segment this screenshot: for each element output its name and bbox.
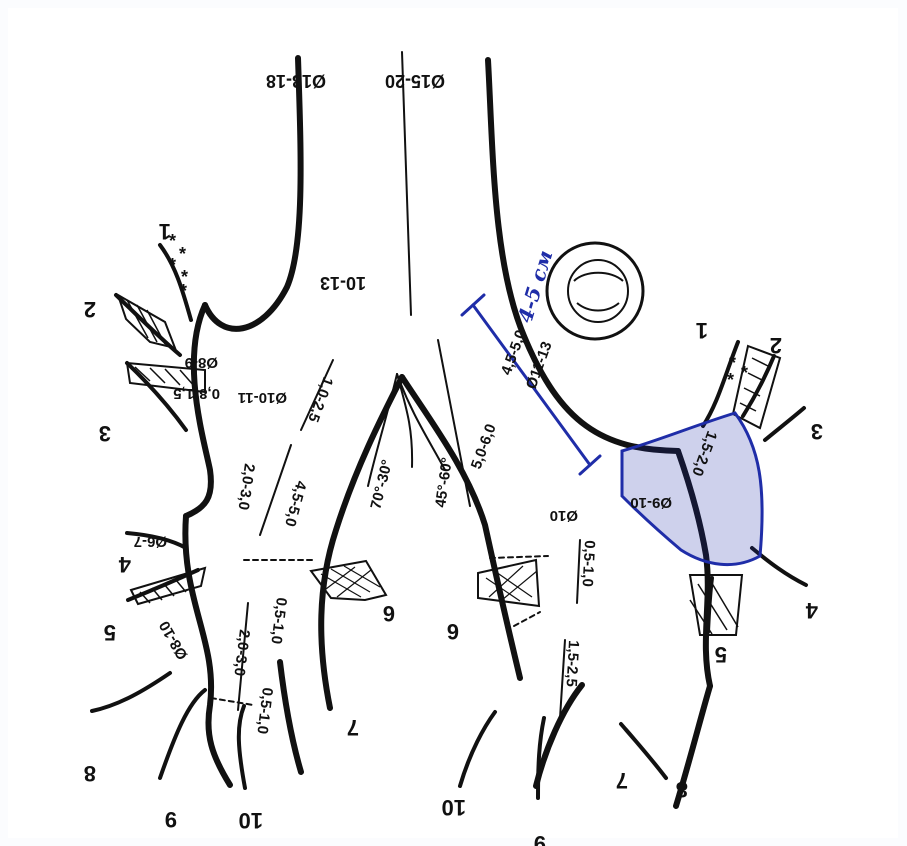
right-dashed-boundary-2: [490, 556, 548, 558]
carina-right: [402, 377, 520, 678]
left-dashed-boundary-2: [211, 698, 253, 705]
seg-7-left-label: 7: [347, 715, 359, 740]
right-segment-5-fill: [690, 575, 742, 635]
left-lower-outer: [185, 516, 230, 785]
left-upper-diameter-label: Ø10-11: [238, 389, 287, 406]
left-branch-contour: [280, 662, 301, 772]
seg-2-right-label: 2: [770, 333, 782, 358]
seg-8-right-label: 8: [676, 777, 688, 802]
right-handwritten-label: 4-5 см: [513, 247, 558, 325]
seg-8-left-label: 8: [84, 761, 96, 786]
right-dashed-boundary-1: [514, 612, 540, 626]
seg-4-left-label: 4: [118, 552, 131, 577]
left-mid-length2-label: 2,0-3,0: [235, 462, 258, 511]
left-branch-5: [128, 570, 198, 600]
right-asterisk-3: *: [727, 370, 734, 390]
left-asterisk-3: *: [169, 255, 176, 275]
left-asterisk-5: *: [180, 281, 187, 301]
right-branch-10: [460, 712, 495, 786]
left-lower-diameter2-label: Ø8-10: [156, 618, 192, 663]
right-lower-length-label: 1,5-2,5: [563, 640, 582, 688]
seg-1-right-label: 1: [696, 318, 708, 343]
seg-10-right-label: 10: [442, 795, 466, 820]
right-main-long-label: 5,0-6,0: [468, 422, 500, 472]
left-seg-length-b-label: 2,0-3,0: [230, 629, 253, 677]
right-segment-6-fill: [478, 560, 539, 606]
left-lower-diameter-label: Ø6-7: [134, 533, 167, 550]
right-seg-diameter-label: Ø10: [550, 507, 578, 524]
seg-6-right-label: 6: [447, 619, 459, 644]
left-asterisk-2: *: [179, 244, 186, 264]
seg-1-left-label: 1: [159, 219, 171, 244]
seg-5-left-label: 5: [104, 620, 116, 645]
seg-9-left-label: 9: [165, 807, 177, 832]
left-branch-8: [92, 673, 170, 711]
right-branch-3: [765, 408, 804, 440]
left-main-diameter-label: Ø8-9: [185, 354, 218, 371]
seg-2-left-label: 2: [84, 297, 96, 322]
seg-3-right-label: 3: [811, 419, 823, 444]
trachea-left-label: Ø13-18: [266, 71, 326, 91]
left-mid-length-label: 1,0-2,5: [304, 375, 336, 425]
seg-3-left-label: 3: [99, 421, 111, 446]
seg-10-left-label: 10: [239, 808, 263, 833]
left-upper-length-label: 0,8-1,5: [173, 385, 220, 402]
seg-7-right-label: 7: [616, 768, 628, 793]
seg-4-right-label: 4: [805, 598, 818, 623]
angle-b-label: 45°-60°: [432, 456, 456, 508]
trachea-left-wall: [205, 58, 301, 329]
trachea-right-label: Ø15-20: [385, 71, 445, 91]
carina-left: [321, 377, 402, 708]
trachea-right-wall: [488, 60, 678, 451]
left-lower-inner: [186, 305, 211, 516]
left-seg-length-a-label: 0,5-1,0: [267, 597, 290, 645]
right-asterisk-2: *: [741, 363, 748, 383]
right-seg-diameter2-label: Ø9-10: [630, 494, 672, 511]
inset-circle: [547, 243, 643, 339]
angle-a-label: 70°-30°: [367, 458, 396, 511]
left-branch-10: [239, 706, 245, 788]
right-seg-small-label: 0,5-1,0: [579, 540, 598, 588]
right-main-length-label: 4,5-5,0: [498, 328, 530, 378]
left-seg-length-c-label: 0,5-1,0: [253, 687, 276, 735]
angle-line-2: [397, 374, 445, 470]
seg-9-right-label: 9: [534, 831, 546, 846]
seg-5-right-label: 5: [715, 642, 727, 667]
seg-6-left-label: 6: [383, 601, 395, 626]
left-branch-9: [160, 690, 205, 778]
trachea-length-label: 10-13: [320, 273, 366, 293]
left-main-long-label: 4,5-5,0: [281, 479, 310, 529]
